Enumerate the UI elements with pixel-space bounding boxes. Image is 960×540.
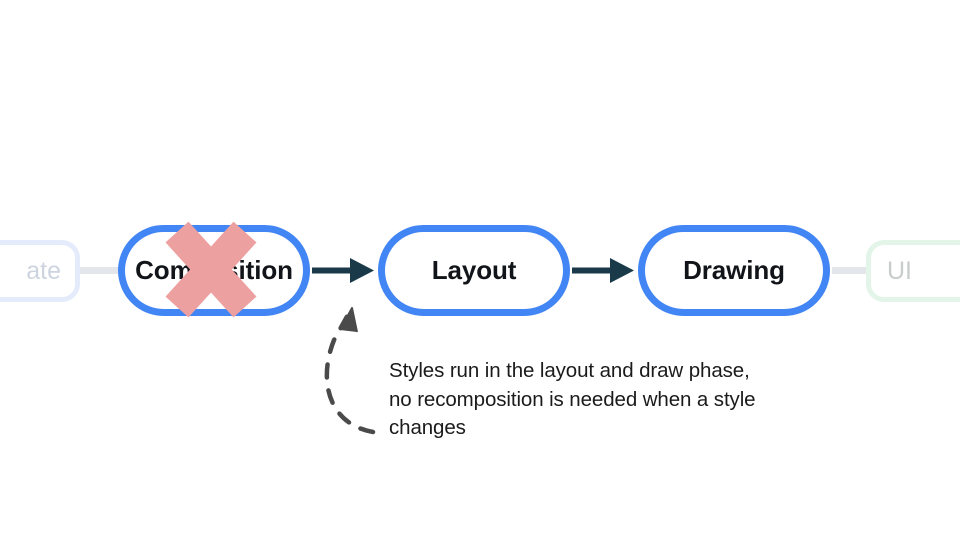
ghost-node-ui: UI — [866, 240, 960, 302]
ghost-node-state: ate — [0, 240, 80, 302]
annotation-caption: Styles run in the layout and draw phase,… — [389, 359, 756, 440]
node-layout-label: Layout — [431, 255, 517, 285]
cross-icon — [165, 221, 257, 318]
connector-layout-drawing — [572, 258, 634, 283]
node-layout[interactable]: Layout — [378, 225, 570, 316]
dashed-curved-arrow-icon — [324, 307, 376, 435]
ghost-node-state-label: ate — [26, 256, 61, 285]
ghost-node-ui-label: UI — [887, 256, 912, 285]
connector-composition-layout — [312, 258, 374, 283]
node-drawing-label: Drawing — [683, 255, 785, 285]
node-drawing[interactable]: Drawing — [638, 225, 830, 316]
node-composition[interactable]: Composition — [118, 225, 310, 316]
